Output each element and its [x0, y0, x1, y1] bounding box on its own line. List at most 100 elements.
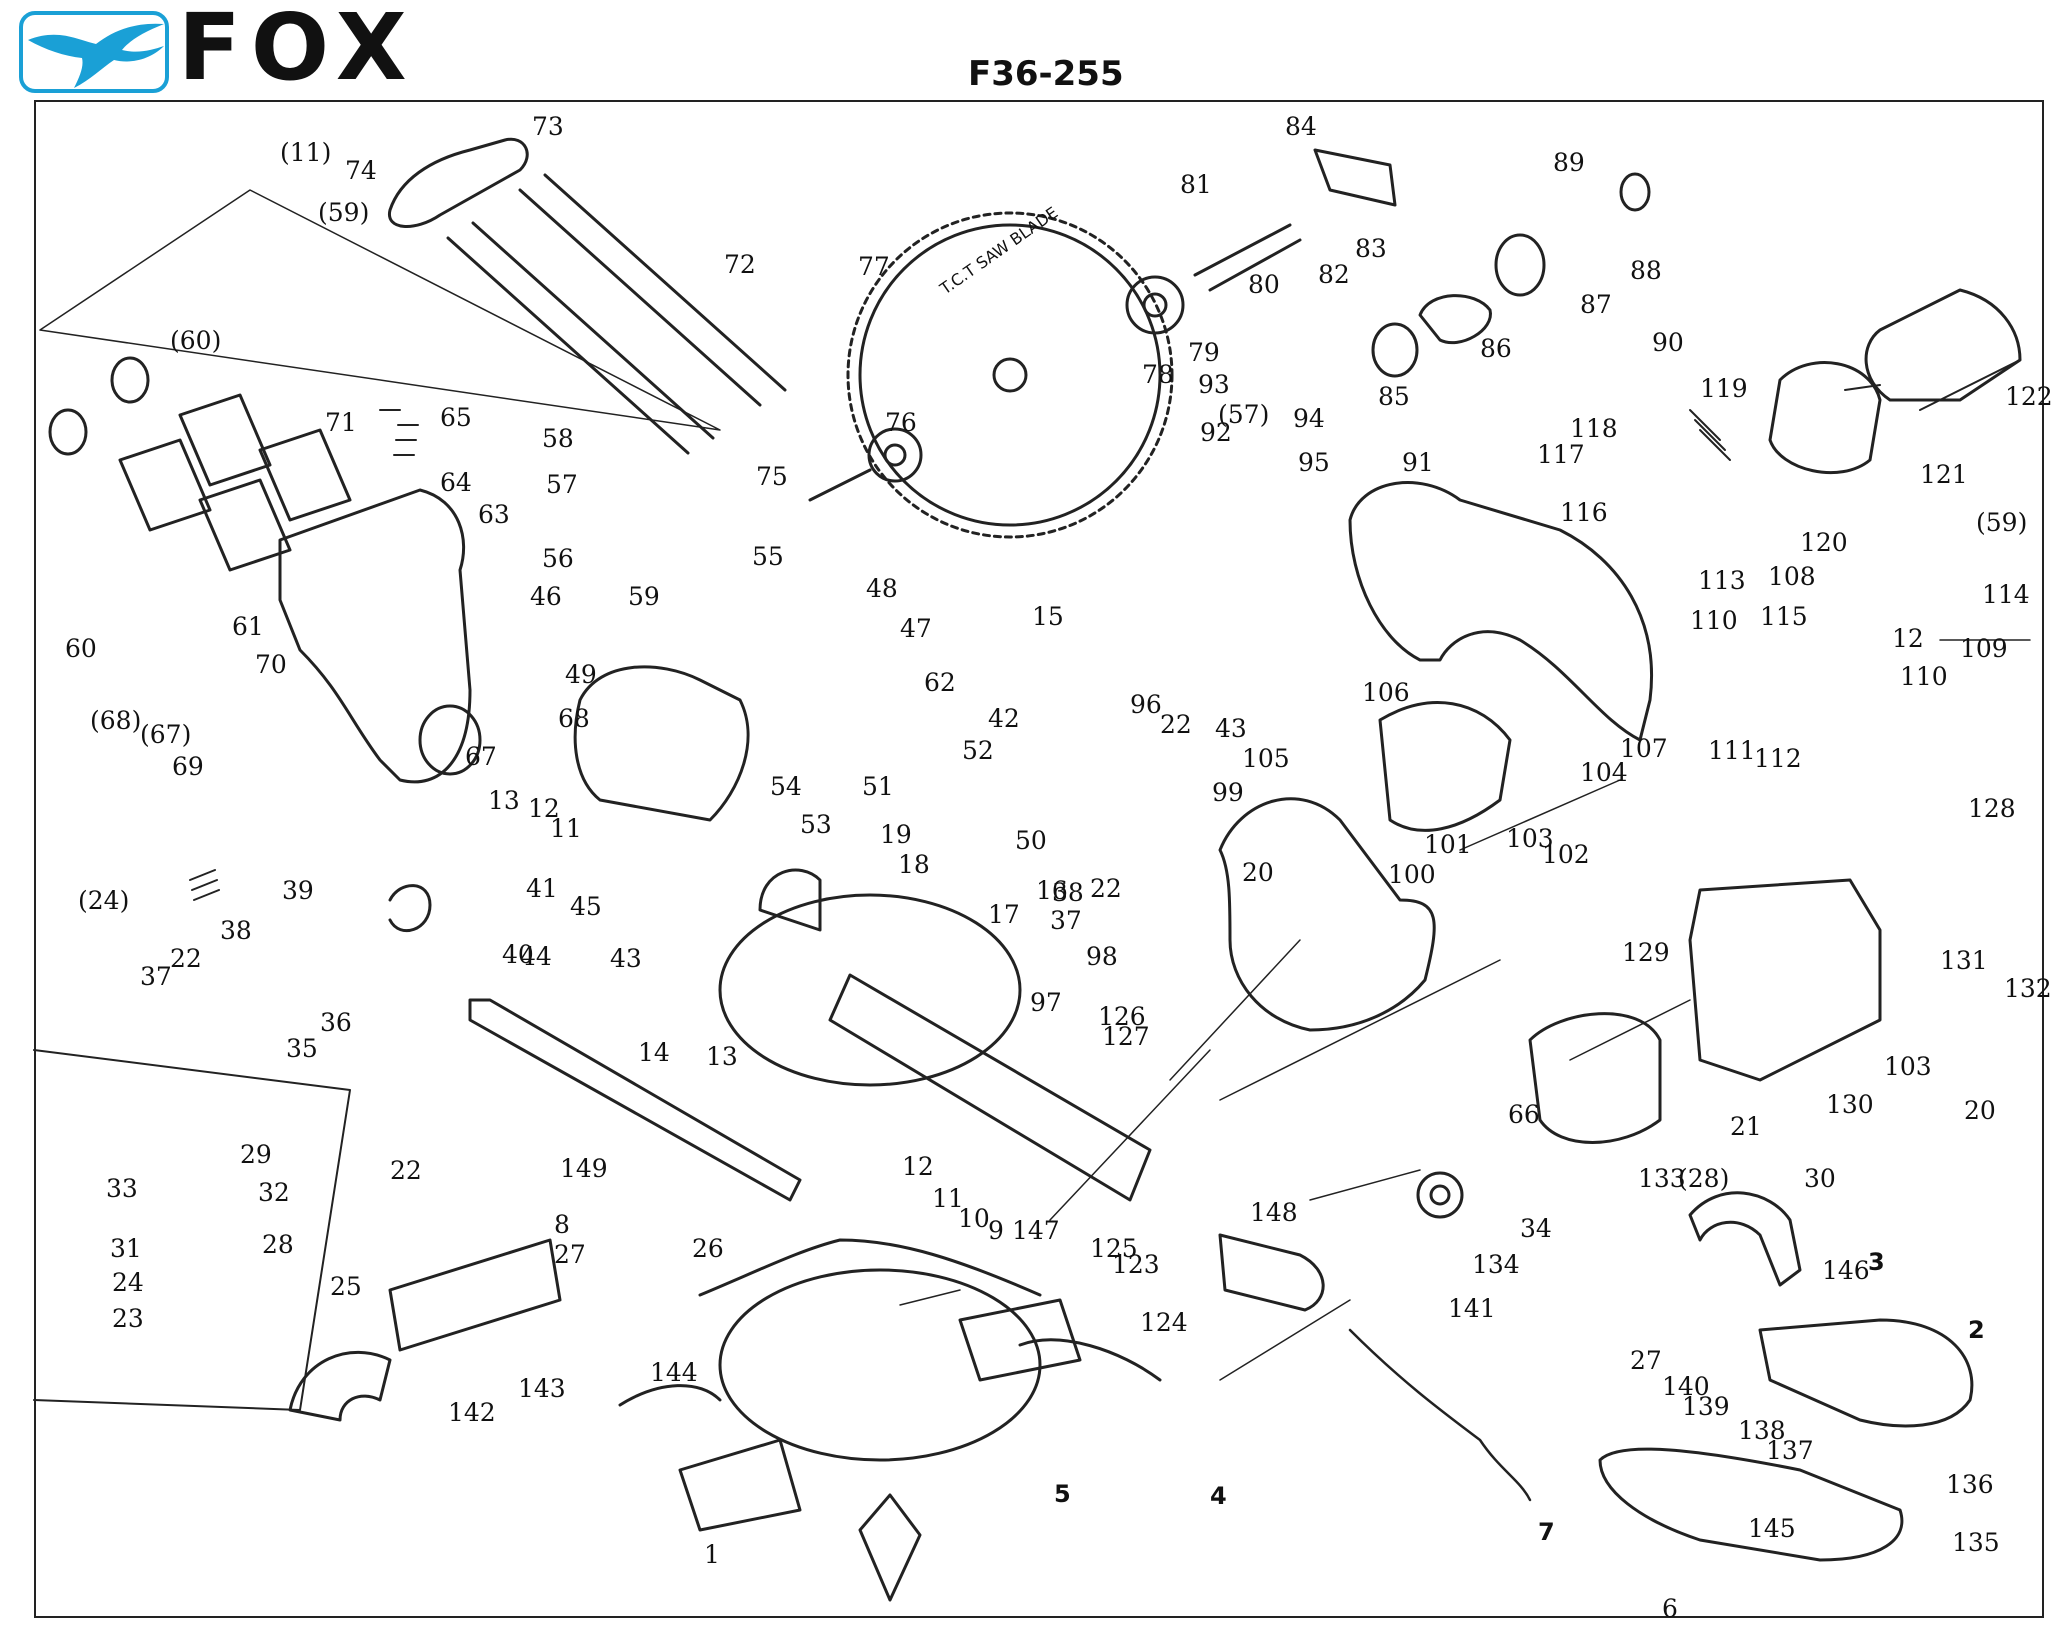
callout-label: 57 [546, 470, 578, 499]
callout-label: 68 [558, 704, 590, 733]
callout-label: 37 [140, 962, 172, 991]
callout-label: 27 [554, 1240, 586, 1269]
callout-label: 79 [1188, 338, 1220, 367]
callout-label: 27 [1630, 1346, 1662, 1375]
model-number: F36-255 [968, 54, 1124, 94]
callout-label: 15 [1032, 602, 1064, 631]
linear-bushings [48, 356, 352, 572]
callout-label: 61 [232, 612, 264, 641]
callout-label: 30 [1804, 1164, 1836, 1193]
callout-label: 138 [1738, 1416, 1786, 1445]
callout-label: 104 [1580, 758, 1628, 787]
callout-label: 75 [756, 462, 788, 491]
callout-label: 5 [1054, 1480, 1071, 1508]
callout-label: 82 [1318, 260, 1350, 289]
callout-label: 117 [1537, 440, 1585, 469]
callout-label: 137 [1766, 1436, 1814, 1465]
callout-label: 42 [988, 704, 1020, 733]
callout-label: 84 [1285, 112, 1317, 141]
callout-label: 135 [1952, 1528, 2000, 1557]
rotary-table [718, 868, 1152, 1202]
callout-label: 52 [962, 736, 994, 765]
callout-label: 88 [1630, 256, 1662, 285]
callout-label: 91 [1402, 448, 1434, 477]
callout-label: 99 [1212, 778, 1244, 807]
callout-label: 28 [262, 1230, 294, 1259]
callout-label: 54 [770, 772, 802, 801]
callout-label: 140 [1662, 1372, 1710, 1401]
callout-label: 7 [1538, 1518, 1555, 1546]
callout-label: 115 [1760, 602, 1808, 631]
arm-housing [278, 488, 472, 784]
callout-label: 37 [1050, 906, 1082, 935]
callout-label: 12 [528, 794, 560, 823]
callout-label: 59 [628, 582, 660, 611]
callout-label: 20 [1964, 1096, 1996, 1125]
callout-label: 136 [1946, 1470, 1994, 1499]
callout-label: 77 [858, 252, 890, 281]
callout-label: 29 [240, 1140, 272, 1169]
callout-label: 11 [550, 814, 582, 843]
callout-label: 130 [1826, 1090, 1874, 1119]
callout-label: 20 [1242, 858, 1274, 887]
callout-label: 142 [448, 1398, 496, 1427]
callout-label: 12 [1892, 624, 1924, 653]
callout-label: 19 [880, 820, 912, 849]
callout-label: 122 [2005, 382, 2053, 411]
brand-logo: FOX [18, 2, 438, 98]
callout-label: (24) [78, 886, 130, 915]
callout-label: 110 [1900, 662, 1948, 691]
callout-label: 6 [1662, 1594, 1678, 1623]
lower-blade-guard [1218, 797, 1436, 1032]
callout-label: 145 [1748, 1514, 1796, 1543]
callout-label: 33 [106, 1174, 138, 1203]
callout-label: 8 [554, 1210, 570, 1239]
callout-label: 116 [1560, 498, 1608, 527]
callout-label: 44 [520, 942, 552, 971]
callout-label: 38 [1052, 878, 1084, 907]
callout-label: 36 [320, 1008, 352, 1037]
callout-label: 81 [1180, 170, 1212, 199]
callout-label: 120 [1800, 528, 1848, 557]
callout-label: 3 [1868, 1248, 1885, 1276]
handle-grip [1758, 1318, 1974, 1428]
callout-label: 21 [1730, 1112, 1762, 1141]
callout-label: 24 [112, 1268, 144, 1297]
callout-label: 67 [465, 742, 497, 771]
callout-label: 141 [1448, 1294, 1496, 1323]
motor-housing [1688, 878, 1882, 1082]
callout-label: 132 [2004, 974, 2052, 1003]
callout-label: 90 [1652, 328, 1684, 357]
callout-label: 108 [1768, 562, 1816, 591]
callout-label: 139 [1682, 1392, 1730, 1421]
callout-label: 93 [1198, 370, 1230, 399]
callout-label: 31 [110, 1234, 142, 1263]
callout-label: 39 [282, 876, 314, 905]
callout-label: 113 [1698, 566, 1746, 595]
callout-label: 76 [885, 408, 917, 437]
callout-label: 143 [518, 1374, 566, 1403]
callout-label: 133 [1638, 1164, 1686, 1193]
callout-label: 18 [898, 850, 930, 879]
callout-label: 35 [286, 1034, 318, 1063]
pivot-bracket [573, 665, 750, 822]
callout-label: (59) [318, 198, 370, 227]
callout-label: 149 [560, 1154, 608, 1183]
callout-label: 112 [1754, 744, 1802, 773]
callout-label: 121 [1920, 460, 1968, 489]
callout-label: 51 [862, 772, 894, 801]
callout-label: (68) [90, 706, 142, 735]
callout-label: 12 [902, 1152, 934, 1181]
callout-label: 25 [330, 1272, 362, 1301]
callout-label: 118 [1570, 414, 1618, 443]
callout-label: 48 [866, 574, 898, 603]
sub-fence [388, 1238, 562, 1352]
callout-label: 55 [752, 542, 784, 571]
callout-label: 1 [704, 1540, 720, 1569]
base [618, 1238, 1162, 1602]
callout-label: 13 [488, 786, 520, 815]
callout-label: 69 [172, 752, 204, 781]
upper-blade-guard [1348, 481, 1653, 742]
top-handle [1688, 1191, 1802, 1287]
fox-logo-icon [19, 11, 169, 93]
